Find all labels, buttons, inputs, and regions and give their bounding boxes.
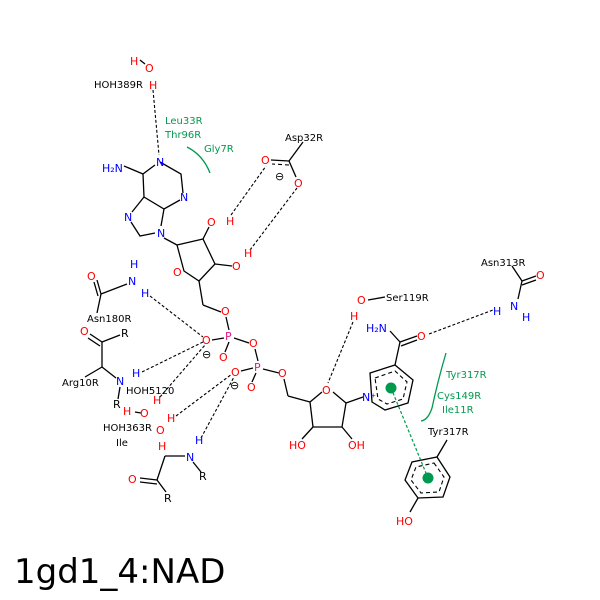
- atom-label: N: [124, 211, 132, 224]
- atom-label: H: [123, 405, 131, 418]
- hydrophobic-label: Thr96R: [164, 130, 201, 141]
- atom-label: N: [186, 451, 194, 464]
- atom-label: O: [232, 260, 241, 273]
- atom-label: O: [417, 330, 426, 343]
- atom-label: R: [121, 327, 129, 340]
- atom-label: P: [254, 361, 261, 374]
- atom-label: H: [350, 310, 358, 323]
- atom-label: H: [226, 215, 234, 228]
- atom-label: H₂N: [366, 322, 387, 335]
- hydrophobic-arc-right: [420, 352, 447, 422]
- atom-label: N: [180, 191, 188, 204]
- atom-label: O: [261, 154, 270, 167]
- atom-label: N: [156, 156, 164, 169]
- charge-minus: ⊖: [202, 348, 211, 361]
- atom-label: O: [231, 366, 240, 379]
- atom-label: O: [322, 384, 331, 397]
- atom-label: O: [140, 407, 149, 420]
- atom-label: O: [536, 269, 545, 282]
- atom-label: H₂N: [102, 162, 123, 175]
- residue-label-tyr317: Tyr317R: [427, 427, 469, 438]
- residue-label-ser119: Ser119R: [386, 293, 429, 304]
- atom-label: H: [130, 55, 138, 68]
- residue-label-asp32: Asp32R: [285, 133, 323, 144]
- atom-label: H: [130, 258, 138, 271]
- atom-label: R: [113, 398, 121, 411]
- hydrophobic-arc-top: [186, 146, 211, 174]
- hydrogen-bonds: [141, 89, 494, 439]
- atom-label: O: [145, 62, 154, 75]
- atom-label: H: [158, 440, 166, 453]
- atom-label: P: [225, 330, 232, 343]
- atom-label: O: [87, 270, 96, 283]
- atom-label: O: [202, 334, 211, 347]
- atom-label: H: [153, 394, 161, 407]
- charge-minus: ⊖: [275, 170, 284, 183]
- diagram-title: 1gd1_4:NAD: [14, 552, 226, 592]
- atom-label: O: [278, 367, 287, 380]
- residue-labels: HOH389R Asp32R Asn180R Arg10R HOH5120 Il…: [62, 80, 525, 449]
- atom-label: N: [116, 375, 124, 388]
- atom-label: O: [173, 266, 182, 279]
- atom-label: R: [164, 492, 172, 505]
- atom-labels: H O H N N H₂N N N O O H O H O O ⊖ O P O …: [80, 55, 545, 528]
- atom-label: H: [132, 367, 140, 380]
- atom-label: N: [128, 275, 136, 288]
- ligand-bonds: [84, 59, 537, 513]
- atom-label: O: [221, 305, 230, 318]
- hydrophobic-label: Leu33R: [165, 116, 203, 127]
- residue-label-arg10: Arg10R: [62, 378, 99, 389]
- atom-label: OH: [348, 439, 365, 452]
- atom-label: N: [157, 227, 165, 240]
- atom-label: H: [141, 287, 149, 300]
- pi-stacking: [390, 387, 429, 479]
- ring-centroid: [385, 382, 397, 394]
- charge-minus: ⊖: [230, 379, 239, 392]
- atom-label: O: [247, 381, 256, 394]
- atom-label: O: [156, 424, 165, 437]
- atom-label: O: [357, 294, 366, 307]
- ring-centroid: [422, 472, 434, 484]
- residue-label-hoh389: HOH389R: [94, 80, 143, 91]
- atom-label: H: [149, 79, 157, 92]
- atom-label: O: [219, 351, 228, 364]
- atom-label: O: [128, 473, 137, 486]
- atom-label: HO: [289, 439, 306, 452]
- hydrophobic-label: Gly7R: [204, 144, 234, 155]
- atom-label: H: [493, 305, 501, 318]
- atom-label: O: [249, 337, 258, 350]
- atom-label: N: [510, 300, 518, 313]
- atom-label: HO: [396, 515, 413, 528]
- residue-label-ile: Ile: [116, 438, 128, 449]
- atom-label: O: [80, 325, 89, 338]
- atom-label: O: [207, 216, 216, 229]
- atom-label: R: [199, 470, 207, 483]
- hydrophobic-label: Cys149R: [437, 391, 481, 402]
- atom-label: H: [195, 434, 203, 447]
- residue-label-asn180: Asn180R: [87, 314, 131, 325]
- atom-label: H: [167, 412, 175, 425]
- residue-label-hoh5120: HOH5120: [126, 386, 174, 397]
- hydrophobic-label: Tyr317R: [445, 370, 487, 381]
- atom-label: N⁺: [362, 391, 376, 404]
- hydrophobic-label: Ile11R: [442, 405, 474, 416]
- atom-label: H: [244, 247, 252, 260]
- residue-label-hoh363: HOH363R: [103, 423, 152, 434]
- atom-label: H: [522, 311, 530, 324]
- residue-label-asn313: Asn313R: [481, 258, 525, 269]
- atom-label: O: [294, 177, 303, 190]
